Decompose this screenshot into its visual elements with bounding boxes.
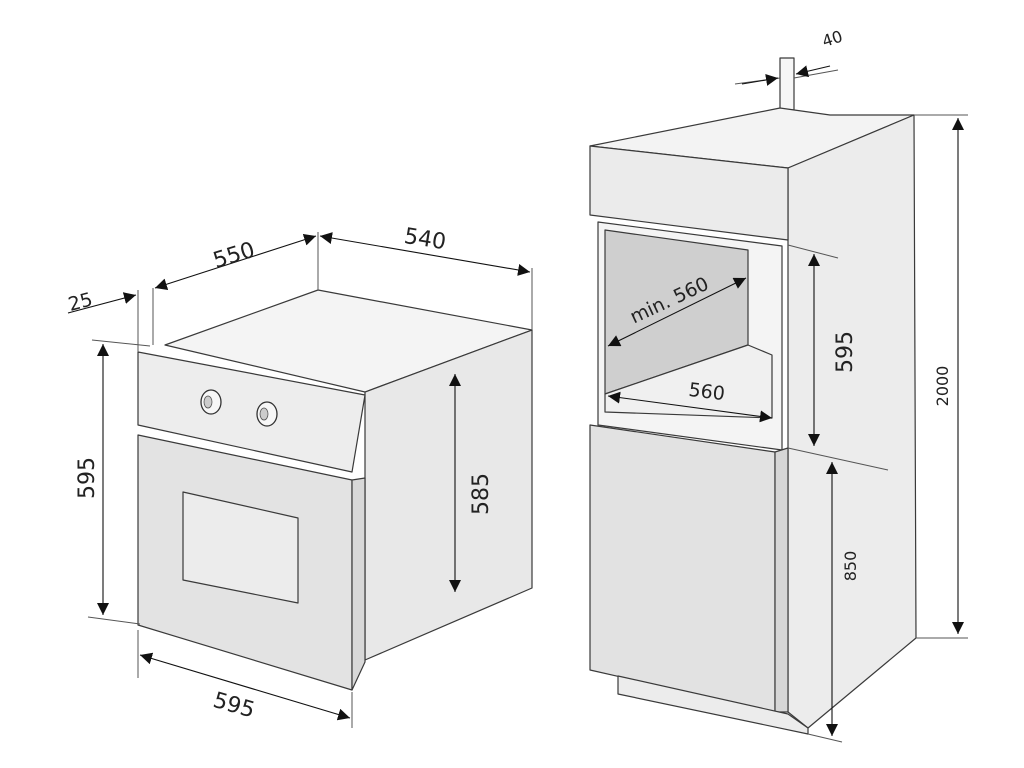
dim-label-niche-height: 595 xyxy=(833,331,858,373)
cabinet-drawing: 40 min. 560 560 595 2000 850 xyxy=(589,27,968,743)
cabinet-side-panel xyxy=(787,114,917,729)
cabinet-lower-door xyxy=(589,424,776,713)
cabinet-ext-line xyxy=(807,733,843,743)
dim-arrow-back-gap-left xyxy=(741,74,779,86)
dim-label-depth-top: 540 xyxy=(402,224,447,255)
dim-arrow-min-depth xyxy=(607,277,747,347)
oven-door-edge xyxy=(351,477,366,691)
oven-drawing: 25 550 540 595 585 595 xyxy=(66,224,533,728)
dim-arrow-width xyxy=(139,652,351,721)
cabinet-top-box xyxy=(589,145,789,241)
cabinet-ext-line xyxy=(787,244,839,259)
dim-label-width: 595 xyxy=(210,688,257,724)
dim-label-niche-width: 560 xyxy=(687,379,726,405)
dim-arrow-back-gap-right xyxy=(795,65,831,78)
dim-label-height-front: 595 xyxy=(75,457,100,499)
oven-ext-line xyxy=(87,616,141,625)
cabinet-ext-line xyxy=(793,69,839,79)
cabinet-lower-door-edge xyxy=(774,447,789,713)
dim-label-depth-body: 550 xyxy=(210,238,257,274)
cabinet-ext-line xyxy=(787,447,889,471)
dim-arrow-depth-top xyxy=(319,232,531,276)
cabinet-plinth xyxy=(617,675,809,735)
dim-label-base-height: 850 xyxy=(841,551,860,582)
dim-label-back-gap: 40 xyxy=(820,27,845,51)
oven-window xyxy=(182,491,299,604)
dim-label-depth-door: 25 xyxy=(66,288,95,316)
dim-arrow-depth-door xyxy=(67,292,137,314)
oven-ext-line xyxy=(91,339,151,347)
dim-arrow-depth-body xyxy=(154,233,317,291)
oven-knob-left xyxy=(200,389,222,415)
dim-label-height-body: 585 xyxy=(469,473,494,515)
dim-arrow-niche-width xyxy=(607,391,773,423)
oven-knob-right xyxy=(256,401,278,427)
cabinet-back-riser xyxy=(779,57,795,111)
dim-label-total-height: 2000 xyxy=(933,366,952,407)
oven-control-panel xyxy=(137,351,366,473)
